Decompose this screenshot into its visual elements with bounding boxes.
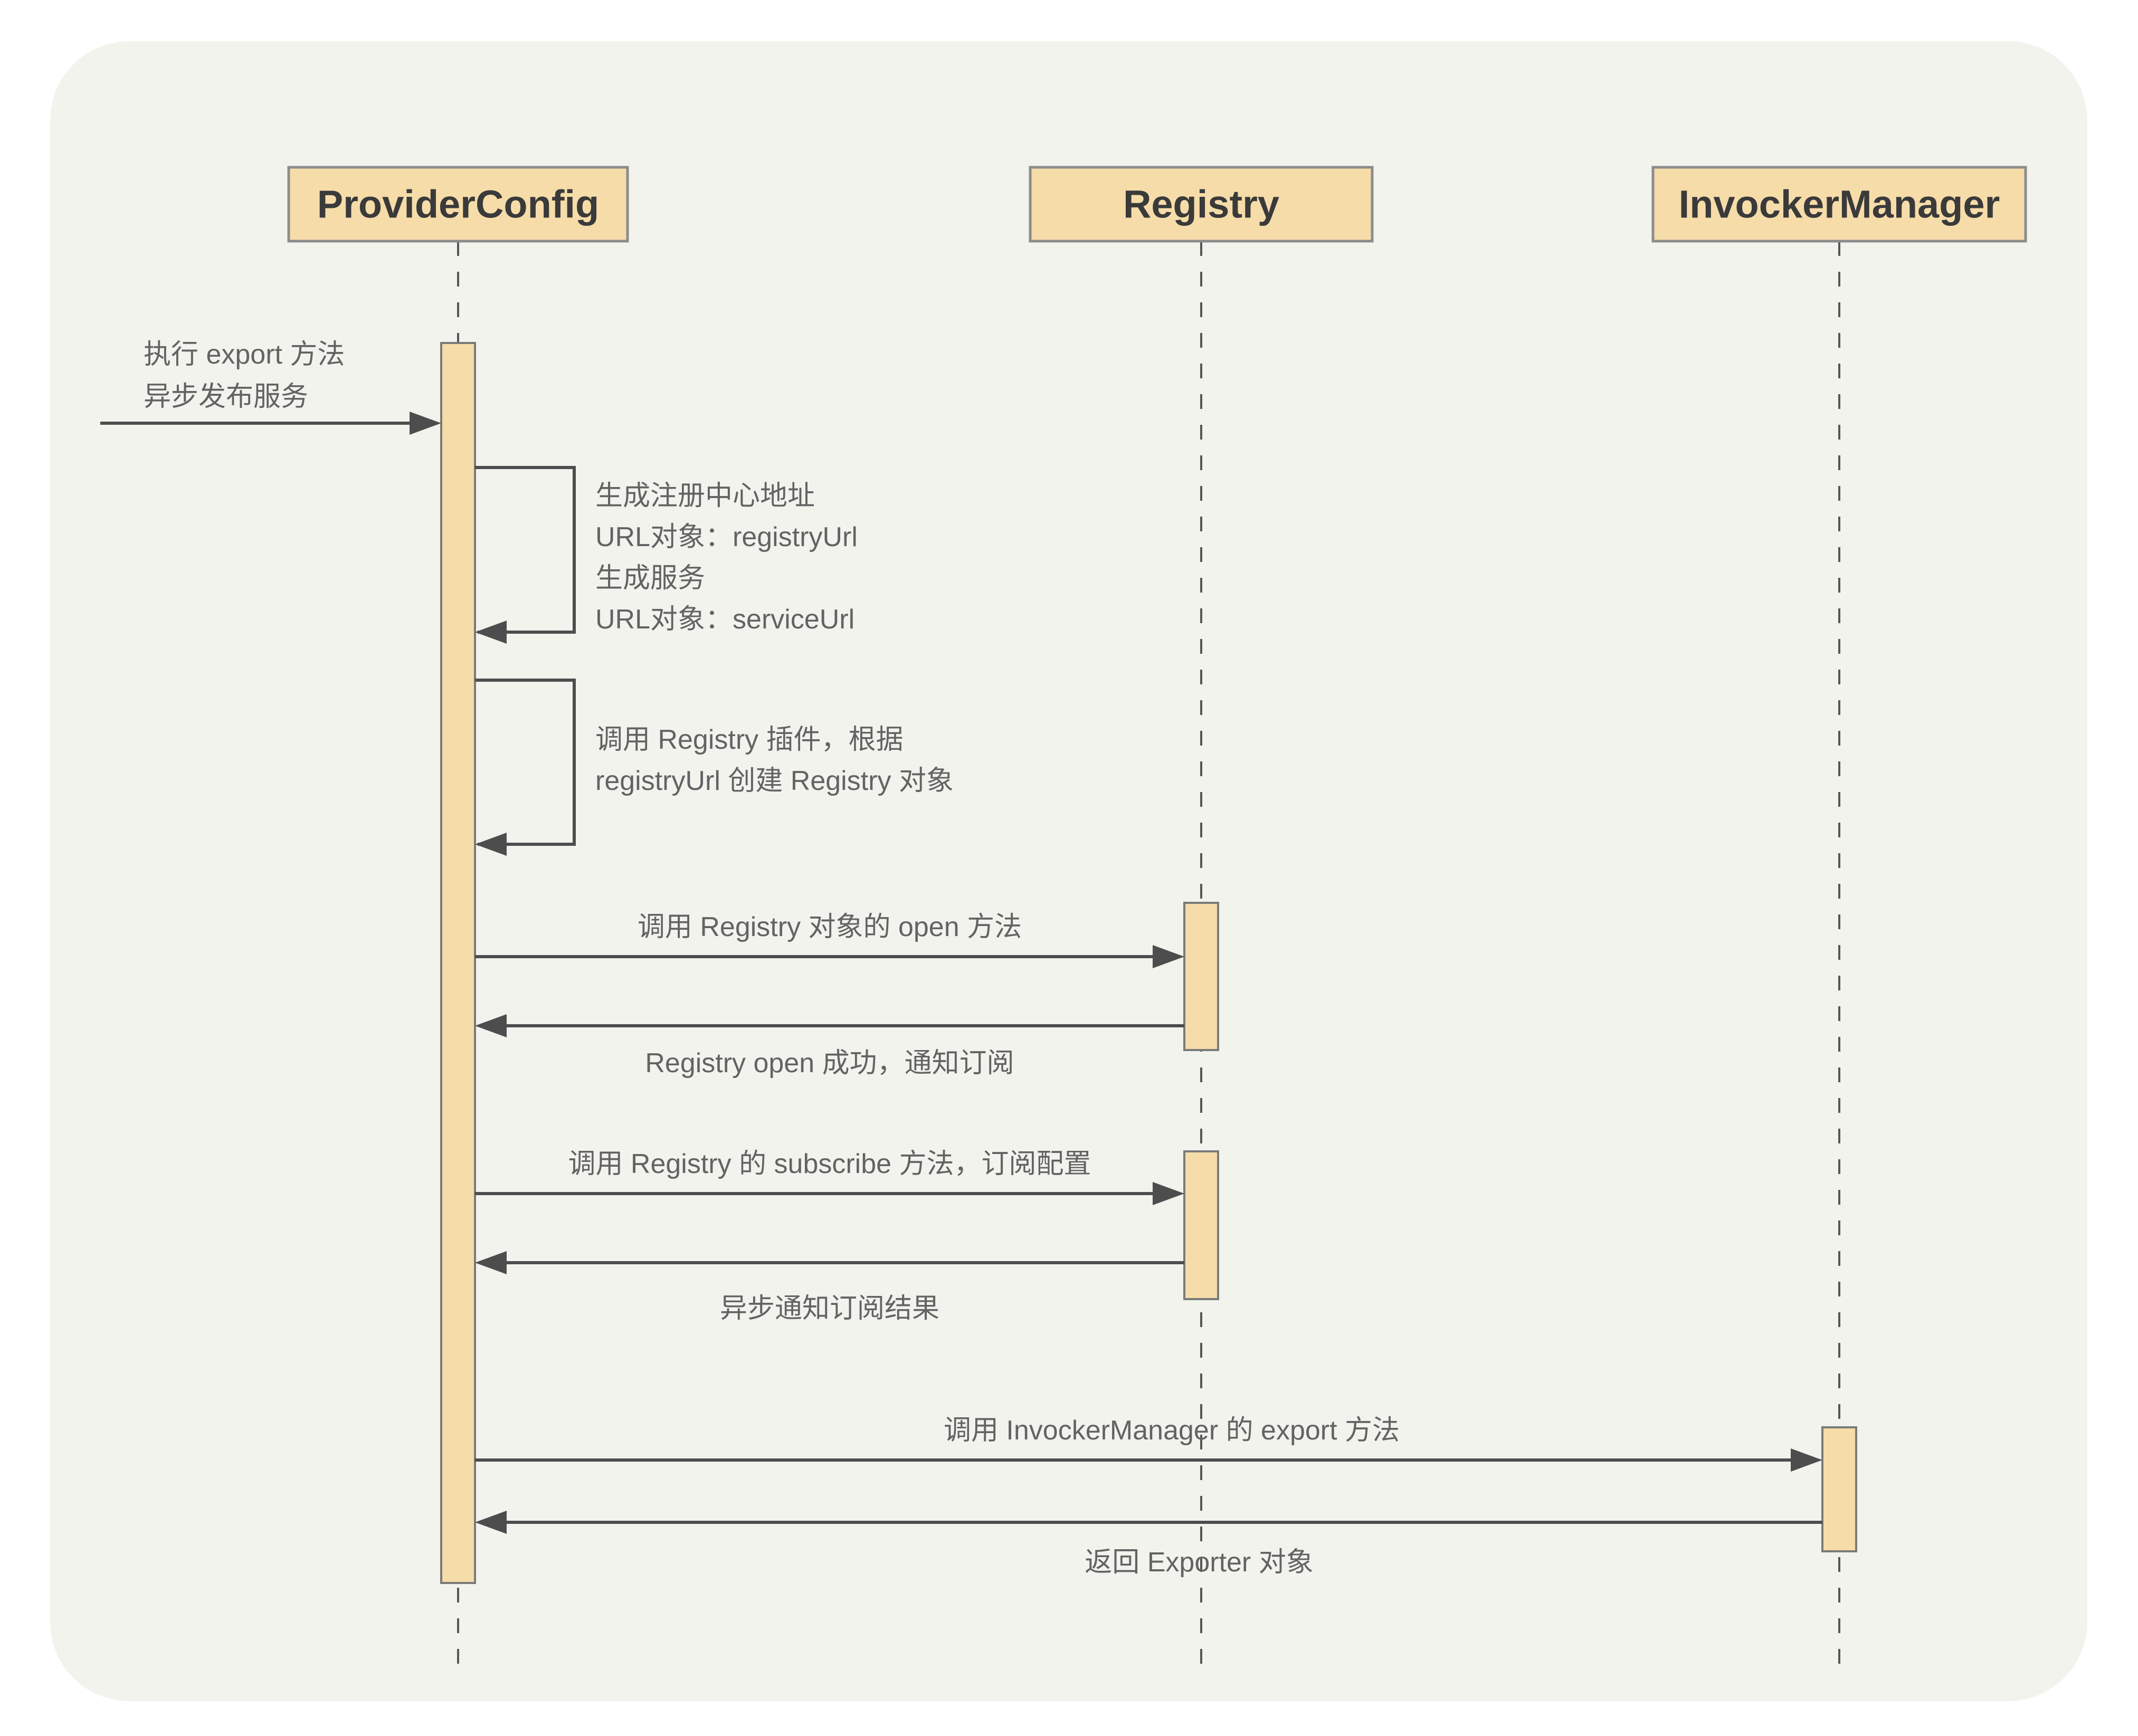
- message-return-open: Registry open 成功，通知订阅: [475, 1014, 1184, 1079]
- message-self-generate-urls: 生成注册中心地址 URL对象：registryUrl 生成服务 URL对象：se…: [475, 466, 858, 644]
- actor-registry: Registry: [1029, 166, 1374, 243]
- activation-bar-invocker-manager: [1821, 1426, 1857, 1552]
- message-label: 返回 Exporter 对象: [1085, 1547, 1313, 1578]
- message-label: URL对象：registryUrl: [595, 522, 858, 552]
- message-return-subscribe: 异步通知订阅结果: [475, 1251, 1184, 1324]
- self-message-path: [475, 466, 576, 634]
- message-label: 异步通知订阅结果: [720, 1293, 939, 1324]
- message-external-call: 执行 export 方法 异步发布服务: [100, 339, 441, 435]
- actor-invocker-manager: InvockerManager: [1651, 166, 2027, 243]
- arrowhead-left-icon: [475, 1014, 507, 1037]
- actor-box-registry: [1029, 166, 1374, 243]
- arrowhead-right-icon: [1153, 945, 1184, 968]
- actor-provider-config: ProviderConfig: [287, 166, 629, 243]
- message-label: 执行 export 方法: [144, 339, 345, 370]
- message-label: 调用 Registry 对象的 open 方法: [638, 912, 1022, 942]
- actor-box-invocker-manager: [1651, 166, 2027, 243]
- message-return-export: 返回 Exporter 对象: [475, 1511, 1822, 1578]
- arrowhead-left-icon: [475, 1511, 507, 1534]
- arrowhead-right-icon: [1791, 1448, 1822, 1472]
- actor-label-provider-config: ProviderConfig: [317, 183, 599, 226]
- activation-bar-provider-config: [440, 342, 476, 1584]
- message-label: 生成服务: [595, 563, 705, 594]
- message-label: URL对象：serviceUrl: [595, 604, 854, 635]
- message-label: Registry open 成功，通知订阅: [645, 1048, 1014, 1079]
- actor-label-registry: Registry: [1123, 183, 1279, 226]
- message-label: 生成注册中心地址: [595, 481, 815, 511]
- self-message-path: [475, 679, 576, 846]
- message-self-create-registry: 调用 Registry 插件，根据 registryUrl 创建 Registr…: [475, 679, 954, 856]
- arrowhead-right-icon: [410, 412, 441, 435]
- message-call-export: 调用 InvockerManager 的 export 方法: [475, 1415, 1822, 1472]
- message-label: 调用 Registry 的 subscribe 方法，订阅配置: [568, 1149, 1091, 1179]
- message-label: registryUrl 创建 Registry 对象: [595, 766, 954, 796]
- message-label: 异步发布服务: [144, 381, 308, 412]
- actor-box-provider-config: [287, 166, 629, 243]
- message-call-open: 调用 Registry 对象的 open 方法: [475, 912, 1184, 968]
- actor-label-invocker-manager: InvockerManager: [1679, 183, 2000, 226]
- message-label: 调用 Registry 插件，根据: [595, 724, 904, 755]
- arrowhead-left-icon: [475, 833, 507, 856]
- message-label: 调用 InvockerManager 的 export 方法: [944, 1415, 1400, 1446]
- arrowhead-left-icon: [475, 1251, 507, 1274]
- diagram-canvas: [50, 41, 2087, 1701]
- arrowhead-right-icon: [1153, 1182, 1184, 1205]
- message-call-subscribe: 调用 Registry 的 subscribe 方法，订阅配置: [475, 1149, 1184, 1205]
- arrowhead-left-icon: [475, 621, 507, 644]
- activation-bar-registry-1: [1183, 902, 1219, 1051]
- activation-bar-registry-2: [1183, 1150, 1219, 1300]
